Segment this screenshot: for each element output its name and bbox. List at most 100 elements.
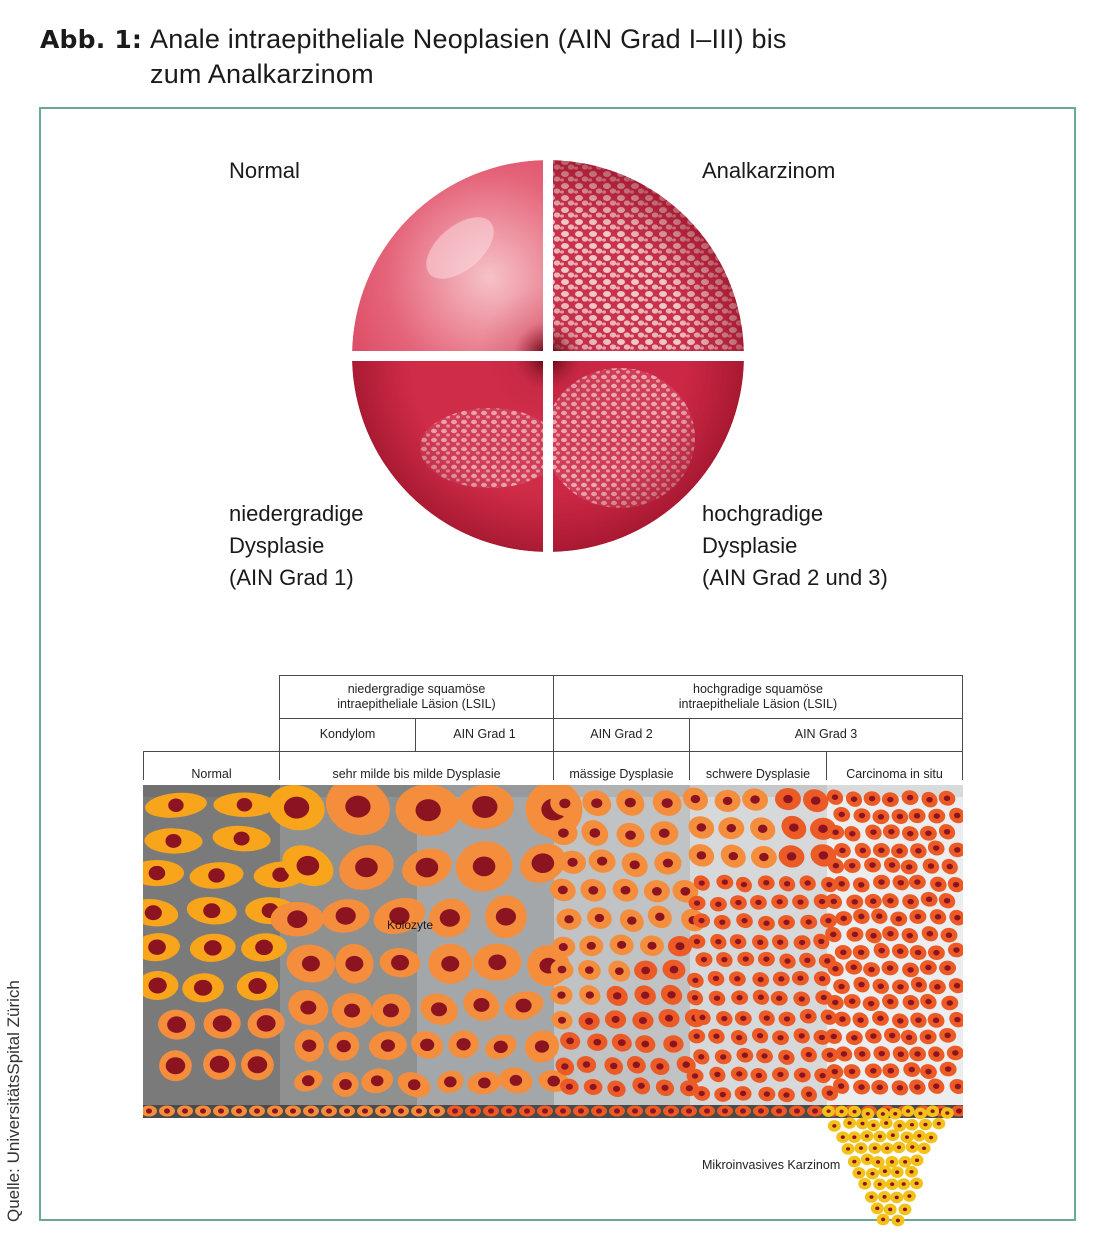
cell [922, 858, 940, 874]
cell [905, 1141, 919, 1153]
figure-title: Abb. 1: Anale intraepitheliale Neoplasie… [40, 22, 786, 89]
cell [888, 1107, 902, 1120]
cell [843, 1117, 857, 1129]
cell [872, 842, 890, 858]
cell [757, 951, 775, 967]
cell [247, 1008, 285, 1039]
figure-label: Abb. 1: [40, 25, 143, 54]
cell [870, 1202, 884, 1215]
cell [213, 1105, 229, 1117]
quadrant-low-grade-dysplasia [352, 361, 543, 552]
cell [847, 1155, 861, 1168]
cell [820, 1009, 837, 1025]
cell [939, 960, 957, 976]
cell [645, 1105, 661, 1117]
cell [632, 1077, 651, 1095]
cell [845, 1030, 863, 1046]
cell [873, 942, 890, 959]
cell [873, 874, 891, 890]
label-low-grade-line: Dysplasie [229, 533, 325, 558]
cell [455, 785, 514, 830]
cell [902, 962, 920, 978]
cell [736, 1047, 754, 1063]
cell [861, 1108, 875, 1120]
cell [928, 1046, 945, 1062]
label-high-grade-line: (AIN Grad 2 und 3) [702, 565, 888, 590]
cell [750, 1068, 768, 1083]
cell [578, 1012, 600, 1031]
cell [807, 1105, 823, 1117]
cell [321, 899, 370, 933]
cell [863, 962, 880, 977]
cell [902, 995, 920, 1010]
cell [285, 1105, 301, 1117]
table-grade-ain3: AIN Grad 3 [794, 727, 858, 741]
cell [730, 1030, 748, 1046]
cell [676, 1056, 696, 1074]
cell [868, 1142, 882, 1154]
cell [919, 1029, 937, 1045]
cell [551, 1011, 573, 1030]
cell [212, 825, 271, 852]
cell [834, 945, 852, 960]
cell [821, 1085, 838, 1101]
cell [428, 943, 473, 984]
cell [655, 1079, 675, 1097]
label-normal: Normal [229, 158, 300, 183]
cell [555, 1057, 575, 1076]
cell [901, 1105, 915, 1117]
cell [550, 985, 573, 1005]
cell [203, 1008, 241, 1039]
cell [821, 1047, 839, 1063]
cell [946, 1045, 963, 1061]
cell [948, 842, 963, 858]
cell [871, 908, 888, 924]
cell [774, 787, 801, 811]
cell [927, 1012, 945, 1028]
cell [826, 1064, 844, 1080]
cell [825, 1028, 843, 1044]
cell [949, 909, 963, 926]
cell [833, 979, 850, 995]
cell [865, 824, 882, 840]
cell [852, 945, 870, 960]
cell [909, 1079, 926, 1095]
cell [707, 970, 725, 986]
cell [901, 826, 919, 842]
cell [751, 1028, 769, 1044]
cell [663, 1105, 679, 1117]
cell [693, 913, 711, 928]
cell [537, 1105, 553, 1117]
table-group-hsil: hochgradige squamöse intraepitheliale Lä… [554, 682, 962, 712]
cell [609, 1105, 625, 1117]
cell [897, 1178, 911, 1190]
cell [752, 972, 770, 987]
cell [555, 1105, 571, 1117]
cell [921, 926, 939, 942]
cell [845, 959, 863, 975]
cell [825, 893, 843, 910]
cell [867, 1119, 881, 1132]
cell [900, 1029, 918, 1045]
cell [467, 1071, 502, 1095]
cell [872, 978, 890, 994]
cell [893, 1119, 907, 1132]
table-grade-ain2: AIN Grad 2 [590, 727, 653, 741]
cell [919, 825, 937, 841]
cell [411, 1105, 427, 1117]
cell [303, 1105, 319, 1117]
cell [143, 1105, 157, 1117]
anal-canal-globe-illustration [350, 158, 746, 554]
cell [771, 894, 789, 909]
cell [910, 1177, 924, 1190]
cell [437, 1070, 464, 1094]
cell [448, 1030, 479, 1059]
cell [159, 1105, 175, 1117]
cell [757, 875, 775, 891]
cell [940, 927, 958, 943]
cell [713, 914, 731, 930]
cell [827, 1120, 841, 1132]
cell [862, 996, 880, 1011]
cell [583, 1078, 603, 1095]
cell [662, 959, 686, 980]
